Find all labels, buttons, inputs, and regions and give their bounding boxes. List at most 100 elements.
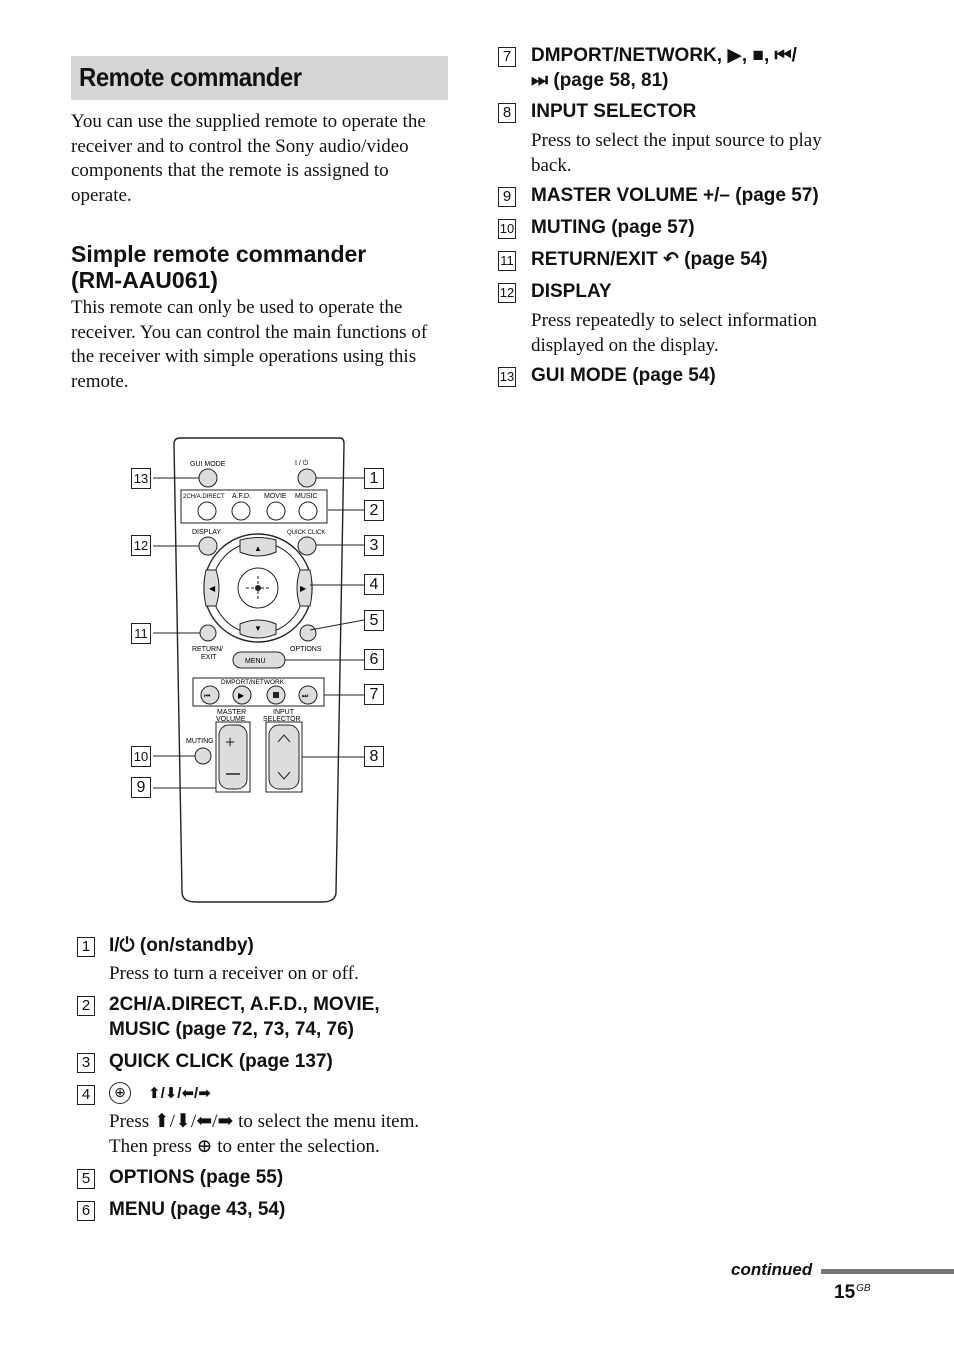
section-heading: Remote commander <box>79 62 302 92</box>
next-button <box>298 685 318 705</box>
callout-12: 12 <box>131 535 151 556</box>
item-4-title: ⬆/⬇/⬅/➡ <box>148 1085 211 1102</box>
input-selector-label-1: INPUT <box>273 709 295 716</box>
return-exit-label-1: RETURN/ <box>192 646 223 653</box>
dmport-group <box>192 677 325 707</box>
item-13-number: 13 <box>498 367 516 387</box>
callout-11: 11 <box>131 623 151 644</box>
afd-label: A.F.D. <box>232 493 251 500</box>
left-arrow-button <box>203 569 220 607</box>
input-selector-label-2: SELECTOR <box>263 716 301 723</box>
callout-7: 7 <box>364 684 384 705</box>
item-12-desc: Press repeatedly to select information d… <box>531 310 817 356</box>
display-button <box>198 536 218 556</box>
callout-6: 6 <box>364 649 384 670</box>
prev-button <box>200 685 220 705</box>
afd-button <box>231 501 251 521</box>
continued-bar <box>821 1269 954 1274</box>
item-1-title: I/⏻ (on/standby) <box>109 935 254 956</box>
music-label: MUSIC <box>295 493 318 500</box>
direct-button <box>197 501 217 521</box>
item-2-title: 2CH/A.DIRECT, A.F.D., MOVIE, MUSIC (page… <box>109 994 380 1040</box>
callout-3: 3 <box>364 535 384 556</box>
input-down-icon <box>277 771 291 780</box>
quick-click-label: QUICK CLICK <box>287 530 325 536</box>
right-arrow-button <box>296 569 313 607</box>
item-6-title: MENU (page 43, 54) <box>109 1199 286 1220</box>
item-10-number: 10 <box>498 219 516 239</box>
up-arrow-icon: ▲ <box>254 544 262 553</box>
power-label: I / ⏻ <box>295 459 309 467</box>
options-button <box>299 624 317 642</box>
callout-4: 4 <box>364 574 384 595</box>
sound-field-group <box>180 489 328 524</box>
muting-button <box>194 747 212 765</box>
master-volume-label-2: VOLUME <box>216 716 246 723</box>
master-volume-label-1: MASTER <box>217 709 246 716</box>
music-button <box>298 501 318 521</box>
play-button <box>232 685 252 705</box>
item-7-number: 7 <box>498 47 516 67</box>
sub-intro-paragraph: This remote can only be used to operate … <box>71 297 428 392</box>
item-8-title: INPUT SELECTOR <box>531 101 697 122</box>
direct-label: 2CH/A.DIRECT <box>183 494 225 500</box>
item-1-desc: Press to turn a receiver on or off. <box>109 963 359 984</box>
item-8-desc: Press to select the input source to play… <box>531 130 822 176</box>
continued-label: continued <box>731 1260 813 1279</box>
muting-label: MUTING <box>186 738 214 745</box>
remote-illustration: GUI MODE I / ⏻ 2CH/A.DIRECT A.F.D. MOVIE… <box>153 437 365 903</box>
item-11-number: 11 <box>498 251 516 271</box>
item-4-number: 4 <box>77 1085 95 1105</box>
play-icon: ▶ <box>238 691 245 700</box>
display-label: DISPLAY <box>192 529 221 536</box>
dmport-label: DMPORT/NETWORK <box>221 679 285 686</box>
page-number-suffix: GB <box>856 1282 871 1294</box>
subheading: Simple remote commander (RM-AAU061) <box>71 241 367 293</box>
gui-mode-label: GUI MODE <box>190 461 226 468</box>
callout-9: 9 <box>131 777 151 798</box>
return-exit-label-2: EXIT <box>201 654 217 661</box>
item-5-title: OPTIONS (page 55) <box>109 1167 284 1188</box>
movie-button <box>266 501 286 521</box>
item-12-number: 12 <box>498 283 516 303</box>
item-7-title: DMPORT/NETWORK, ▶, ■, ⏮/ ⏭ (page 58, 81) <box>531 45 797 91</box>
down-arrow-button <box>239 619 277 639</box>
callout-8: 8 <box>364 746 384 767</box>
intro-paragraph: You can use the supplied remote to opera… <box>71 111 426 206</box>
item-3-number: 3 <box>77 1053 95 1073</box>
up-arrow-button <box>239 537 277 557</box>
item-4-desc: Press ⬆/⬇/⬅/➡ to select the menu item. T… <box>109 1111 420 1157</box>
movie-label: MOVIE <box>264 493 287 500</box>
down-arrow-icon: ▼ <box>254 624 262 633</box>
callout-10: 10 <box>131 746 151 767</box>
callout-5: 5 <box>364 610 384 631</box>
page-number-value: 15 <box>834 1282 856 1303</box>
next-icon: ⏭ <box>302 692 309 700</box>
power-button <box>297 468 317 488</box>
item-13-title: GUI MODE (page 54) <box>531 365 716 386</box>
item-10-title: MUTING (page 57) <box>531 217 695 238</box>
callout-13: 13 <box>131 468 151 489</box>
right-arrow-icon: ▶ <box>300 584 307 593</box>
menu-label: MENU <box>245 658 266 665</box>
item-9-number: 9 <box>498 187 516 207</box>
callout-2: 2 <box>364 500 384 521</box>
item-12-title: DISPLAY <box>531 281 612 302</box>
item-1-number: 1 <box>77 937 95 957</box>
item-8-number: 8 <box>498 103 516 123</box>
item-3-title: QUICK CLICK (page 137) <box>109 1051 333 1072</box>
item-2-number: 2 <box>77 996 95 1016</box>
options-label: OPTIONS <box>290 646 322 653</box>
section-heading-bar: Remote commander <box>71 56 448 100</box>
item-11-title: RETURN/EXIT ↶ (page 54) <box>531 249 768 270</box>
left-arrow-icon: ◀ <box>209 584 216 593</box>
return-exit-button <box>199 624 217 642</box>
volume-plus-icon: + <box>225 732 235 752</box>
prev-icon: ⏮ <box>204 692 210 700</box>
gui-mode-button <box>198 468 218 488</box>
page-number: 15GB <box>834 1282 871 1304</box>
item-5-number: 5 <box>77 1169 95 1189</box>
item-9-title: MASTER VOLUME +/– (page 57) <box>531 185 819 206</box>
input-up-icon <box>277 734 291 743</box>
enter-icon: ⊕ <box>109 1082 131 1104</box>
